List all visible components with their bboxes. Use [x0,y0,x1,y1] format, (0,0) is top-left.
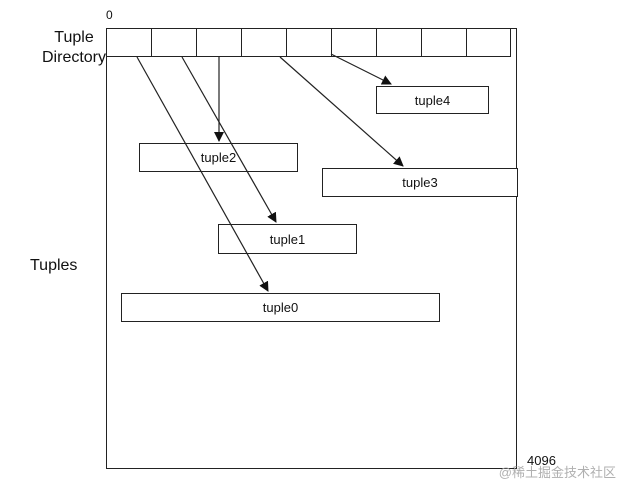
directory-slot-2 [196,28,242,57]
tuple-directory-label-line1: Tuple [54,29,94,46]
tuple-box-tuple0: tuple0 [121,293,440,322]
offset-start-label: 0 [106,8,113,22]
tuple-box-tuple3: tuple3 [322,168,518,197]
tuple-directory-label: Tuple Directory [42,28,106,68]
tuple-box-tuple4: tuple4 [376,86,489,114]
directory-slot-5 [331,28,377,57]
directory-slot-3 [241,28,287,57]
directory-slot-1 [151,28,197,57]
directory-slot-8 [466,28,511,57]
tuple-directory-label-line2: Directory [42,49,107,66]
directory-slot-7 [421,28,467,57]
tuple-box-tuple1: tuple1 [218,224,357,254]
directory-slot-6 [376,28,422,57]
offset-end-label: 4096 [527,453,556,468]
directory-slot-0 [106,28,152,57]
tuple-box-tuple2: tuple2 [139,143,298,172]
directory-slot-4 [286,28,332,57]
tuples-label: Tuples [30,257,78,274]
watermark: @稀土掘金技术社区 [498,465,616,480]
